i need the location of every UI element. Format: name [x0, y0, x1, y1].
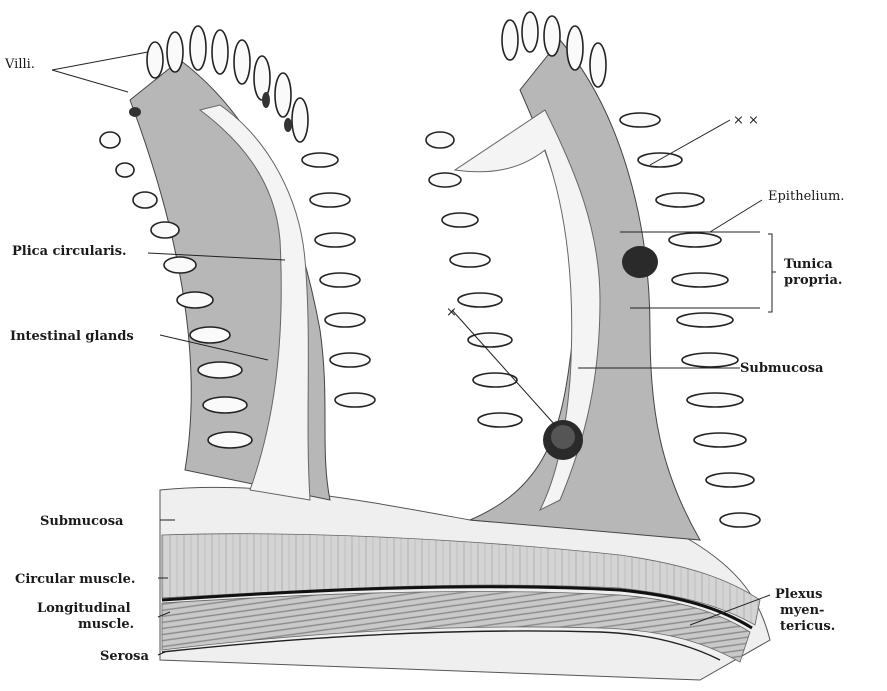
label-plexus-1: Plexus	[775, 587, 823, 602]
label-intestinal-glands: Intestinal glands	[10, 329, 134, 344]
label-plexus-3: tericus.	[780, 619, 835, 634]
label-submucosa-right: Submucosa	[740, 361, 824, 376]
label-submucosa-left: Submucosa	[40, 514, 124, 529]
label-plexus-2: myen-	[780, 603, 824, 618]
label-plica-circularis: Plica circularis.	[12, 244, 127, 259]
right-fold	[426, 12, 760, 540]
left-fold	[100, 26, 375, 500]
label-longitudinal-2: muscle.	[78, 617, 134, 632]
label-serosa: Serosa	[100, 649, 149, 664]
label-x: ×	[446, 305, 457, 320]
label-epithelium: Epithelium.	[768, 189, 844, 204]
label-tunica-1: Tunica	[784, 257, 833, 272]
label-xx: × ×	[733, 113, 759, 128]
dark-gland-upper	[622, 246, 658, 278]
label-longitudinal-1: Longitudinal	[37, 601, 131, 616]
label-circular-muscle: Circular muscle.	[15, 572, 135, 587]
label-tunica-2: propria.	[784, 273, 842, 288]
label-villi: Villi.	[4, 57, 35, 72]
